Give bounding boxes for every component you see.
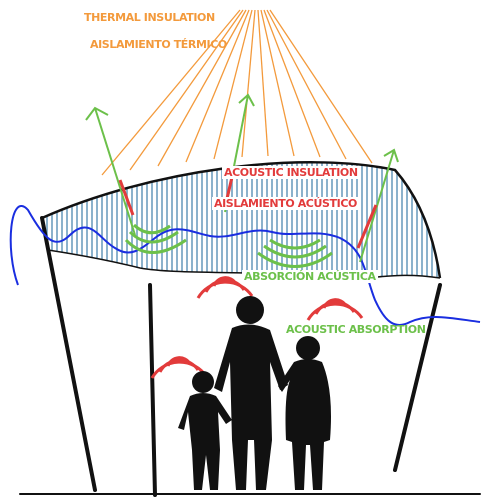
acoustic-absorption-es-label: ABSORCIÓN ACÚSTICA bbox=[242, 270, 378, 283]
thermal-insulation-es-label: AISLAMIENTO TÉRMICO bbox=[90, 38, 227, 51]
sound-emission-arcs bbox=[150, 276, 364, 379]
acoustic-absorption-en-label: ACOUSTIC ABSORPTION bbox=[286, 323, 426, 336]
canopy-frame bbox=[19, 216, 481, 497]
sound-wave-line bbox=[9, 205, 481, 327]
family-silhouette-icon bbox=[178, 296, 331, 490]
acoustic-absorption-arcs bbox=[124, 223, 333, 268]
thermal-insulation-en-label: THERMAL INSULATION bbox=[84, 11, 215, 24]
acoustic-insulation-es-label: AISLAMIENTO ACÚSTICO bbox=[212, 197, 359, 210]
acoustic-insulation-en-label: ACOUSTIC INSULATION bbox=[222, 166, 360, 179]
sun-rays-icon bbox=[101, 9, 373, 176]
